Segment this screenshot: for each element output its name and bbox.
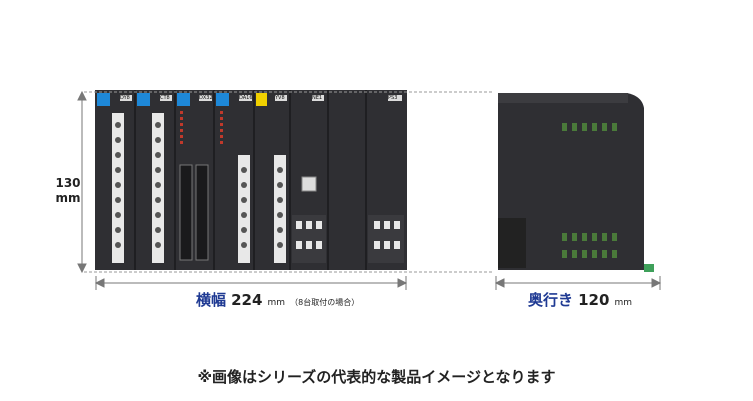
- depth-label: 奥行き: [528, 291, 574, 309]
- width-note: （8台取付の場合）: [290, 298, 360, 307]
- module-tag-4: DA16: [239, 95, 253, 101]
- module-tag-7: PS3: [388, 95, 398, 101]
- image-disclaimer-caption: ※画像はシリーズの代表的な製品イメージとなります: [197, 368, 556, 386]
- height-unit: mm: [55, 191, 81, 205]
- side-view-product: [498, 93, 654, 272]
- depth-dimension-label: 奥行き 120 mm: [528, 289, 632, 310]
- module-tag-6: NE1: [312, 95, 323, 101]
- module-tag-1: DY8: [120, 95, 130, 101]
- width-label: 横幅: [196, 291, 227, 309]
- width-unit: mm: [267, 298, 286, 308]
- module-tag-3: DX32: [199, 95, 213, 101]
- width-dimension-label: 横幅 224 mm （8台取付の場合）: [196, 289, 359, 310]
- module-tag-5: YV8: [275, 95, 285, 101]
- width-value: 224: [231, 291, 263, 309]
- height-dimension-label: 130 mm: [50, 176, 86, 206]
- height-value: 130: [55, 176, 81, 190]
- module-tags: DY8 CT8 DX32 DA16 YV8 NE1 PS3: [92, 95, 412, 105]
- module-tag-2: CT8: [160, 95, 170, 101]
- front-view-product: [95, 90, 407, 270]
- depth-value: 120: [578, 291, 610, 309]
- depth-unit: mm: [614, 298, 633, 308]
